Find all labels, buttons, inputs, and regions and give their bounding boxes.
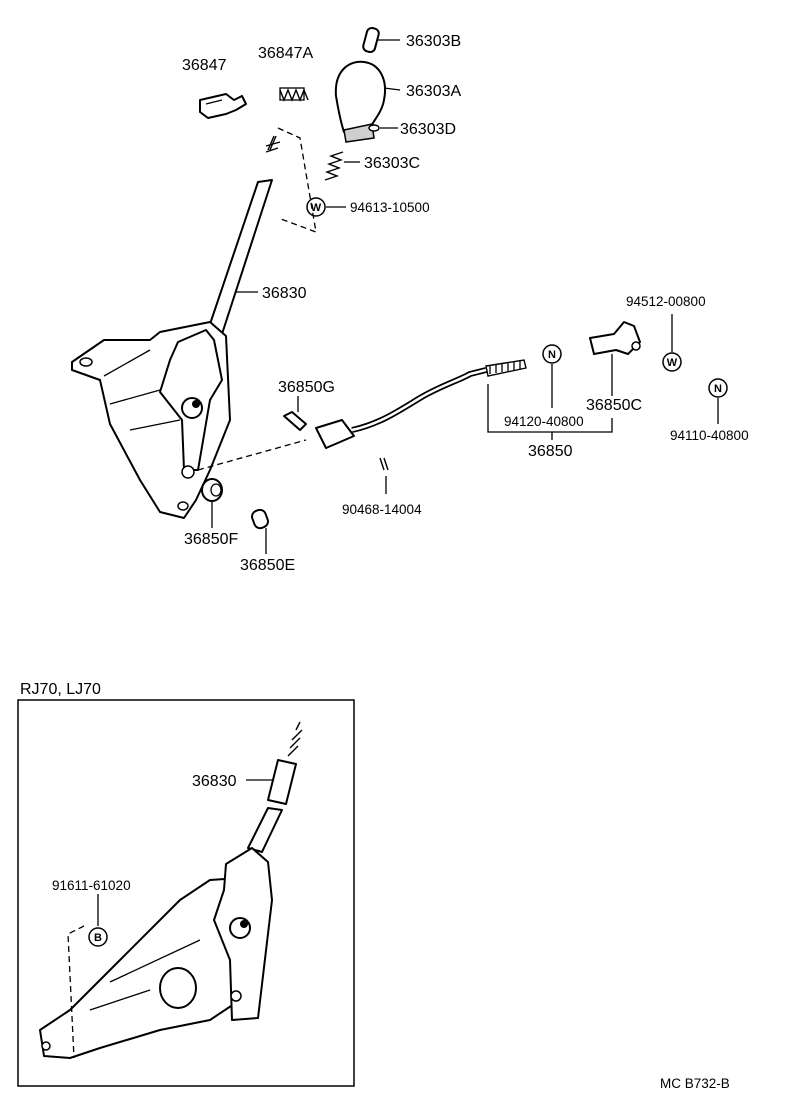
label-36850E: 36850E [240,557,295,574]
cotter-pin-90468 [379,457,389,494]
nut-symbol: N [548,349,556,361]
label-94512-00800: 94512-00800 [626,294,706,309]
washer-symbol: W [311,202,322,214]
label-94110-40800: 94110-40800 [670,428,749,443]
label-36850F: 36850F [184,531,238,548]
spring-36847A [279,87,309,102]
label-36847: 36847 [182,57,227,74]
label-94613-10500: 94613-10500 [350,200,430,215]
label-36850: 36850 [528,443,573,460]
screw-36303D [368,124,398,132]
pin-36303B [362,26,400,54]
nut-94120: N [542,344,562,408]
inset-lever-36830 [246,721,303,853]
sleeve-36850E [251,508,269,554]
cable-group-bracket [487,384,613,440]
clip-36847 [199,93,247,119]
link-dash-line [197,439,307,471]
washer-symbol-2: W [667,357,678,369]
label-36303A: 36303A [406,83,461,100]
label-36303D: 36303D [400,121,456,138]
label-36850C: 36850C [586,397,642,414]
nut-94110: N [708,378,728,424]
inset-bracket [39,847,273,1059]
bolt-symbol: B [94,932,102,944]
knob-36303A [334,60,401,143]
inset-bolt-bracket [67,925,85,1059]
bushing-36850F [201,478,223,528]
knob-assembly-bracket [277,127,317,234]
shift-cable-36850 [315,359,527,449]
inset-bolt-91611: B [88,894,108,947]
label-36830: 36830 [262,285,307,302]
lever-bracket-housing [71,321,231,519]
washer-94613: W [306,197,346,217]
shift-lever-36830 [207,135,281,335]
label-36847A: 36847A [258,45,313,62]
ball-joint-36850C [589,321,641,396]
label-90468-14004: 90468-14004 [342,502,422,517]
nut-symbol-2: N [714,383,722,395]
washer-94512: W [662,314,682,372]
label-36850G: 36850G [278,379,335,396]
inset-label-36830: 36830 [192,773,237,790]
spring-36303C [324,151,360,181]
label-94120-40800: 94120-40800 [504,414,584,429]
inset-title: RJ70, LJ70 [20,681,101,698]
bolt-36850G [283,396,307,431]
inset-label-91611-61020: 91611-61020 [52,878,131,893]
label-36303B: 36303B [406,33,461,50]
diagram-code: MC B732-B [660,1076,730,1091]
label-36303C: 36303C [364,155,420,172]
inset-frame [17,699,355,1087]
